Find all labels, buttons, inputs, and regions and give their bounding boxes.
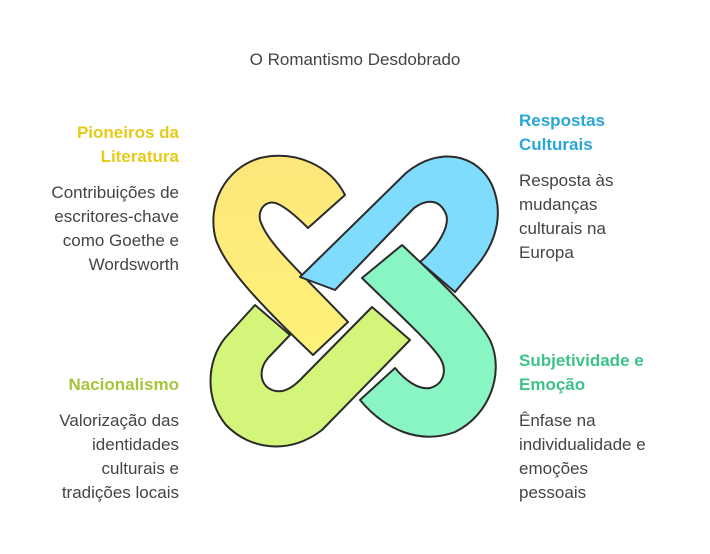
description-respostas-line-3: culturais na (519, 219, 606, 238)
heading-subjetividade: Subjetividade e Emoção (519, 349, 644, 397)
description-respostas: Resposta às mudanças culturais na Europa (519, 169, 614, 265)
description-nacionalismo-line-1: Valorização das (59, 411, 179, 430)
heading-nacionalismo-line-1: Nacionalismo (68, 375, 179, 394)
description-pioneiros-line-4: Wordsworth (88, 255, 179, 274)
description-nacionalismo-line-4: tradições locais (61, 483, 179, 502)
description-respostas-line-4: Europa (519, 243, 574, 262)
description-nacionalismo: Valorização das identidades culturais e … (59, 409, 179, 505)
yellow-loop (212, 154, 349, 356)
green-loop (359, 244, 497, 438)
heading-nacionalismo: Nacionalismo (68, 373, 179, 397)
heading-respostas-line-1: Respostas (519, 111, 605, 130)
heading-pioneiros-line-1: Pioneiros da (76, 123, 179, 142)
heading-respostas: Respostas Culturais (519, 109, 605, 157)
blue-loop (299, 155, 499, 293)
description-subjetividade-line-3: emoções (519, 459, 588, 478)
description-nacionalismo-line-3: culturais e (101, 459, 179, 478)
description-pioneiros-line-3: como Goethe e (62, 231, 179, 250)
lime-loop (209, 304, 411, 448)
description-nacionalismo-line-2: identidades (92, 435, 179, 454)
description-respostas-line-2: mudanças (519, 195, 598, 214)
heading-pioneiros: Pioneiros da Literatura (77, 121, 179, 169)
heading-subjetividade-line-1: Subjetividade e (519, 351, 644, 370)
description-subjetividade-line-1: Ênfase na (519, 411, 596, 430)
description-pioneiros-line-1: Contribuições de (51, 183, 179, 202)
description-subjetividade-line-2: individualidade e (519, 435, 646, 454)
heading-subjetividade-line-2: Emoção (519, 375, 586, 394)
heading-pioneiros-line-2: Literatura (100, 147, 179, 166)
description-respostas-line-1: Resposta às (519, 171, 614, 190)
description-subjetividade: Ênfase na individualidade e emoções pess… (519, 409, 646, 505)
description-subjetividade-line-4: pessoais (519, 483, 587, 502)
description-pioneiros-line-2: escritores-chave (54, 207, 179, 226)
description-pioneiros: Contribuições de escritores-chave como G… (51, 181, 179, 277)
heading-respostas-line-2: Culturais (519, 135, 593, 154)
diagram-title: O Romantismo Desdobrado (249, 50, 461, 69)
